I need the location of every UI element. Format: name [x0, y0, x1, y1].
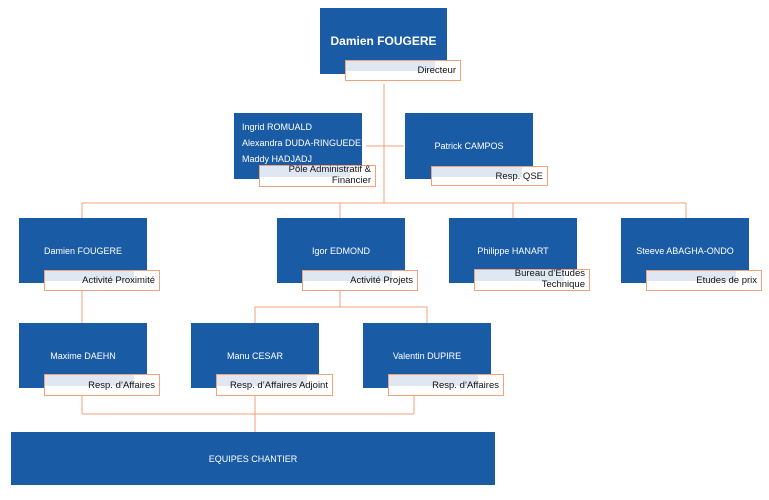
equipes-chantier-box: EQUIPES CHANTIER — [11, 432, 495, 485]
role-tint — [45, 375, 134, 386]
role-tint — [389, 375, 478, 386]
manu-name: Manu CESAR — [226, 350, 284, 361]
manu-role: Resp. d’Affaires Adjoint — [229, 379, 328, 391]
bureau-role-line1: Bureau d’Etudes — [514, 268, 585, 279]
maxime-role: Resp. d’Affaires — [88, 379, 155, 391]
role-tint — [45, 271, 134, 282]
admin-role-label: Pôle Administratif & Financier — [259, 164, 376, 187]
projets-role-label: Activité Projets — [302, 270, 418, 291]
qse-role-label: Resp. QSE — [431, 166, 548, 186]
manu-role-label: Resp. d’Affaires Adjoint — [216, 374, 333, 396]
admin-name: Maddy HADJADJ — [242, 154, 313, 164]
admin-role-line2: Financier — [331, 175, 371, 186]
equipes-chantier-label: EQUIPES CHANTIER — [208, 453, 298, 464]
bureau-name: Philippe HANART — [477, 245, 549, 256]
admin-name: Ingrid ROMUALD — [242, 122, 313, 132]
projets-role: Activité Projets — [350, 275, 413, 286]
projets-name: Igor EDMOND — [311, 245, 370, 256]
admin-name: Alexandra DUDA-RINGUEDE — [242, 138, 362, 148]
director-role-label: Directeur — [345, 60, 461, 81]
role-tint — [303, 271, 392, 282]
qse-name: Patrick CAMPOS — [434, 141, 504, 151]
proximite-role-label: Activité Proximité — [44, 270, 160, 291]
role-tint — [432, 167, 522, 177]
etudes-name: Steeve ABAGHA-ONDO — [636, 245, 734, 256]
bureau-role-line2: Technique — [541, 279, 585, 290]
proximite-role: Activité Proximité — [82, 275, 155, 286]
director-name: Damien FOUGERE — [330, 34, 437, 48]
valentin-name: Valentin DUPIRE — [392, 350, 462, 361]
proximite-name: Damien FOUGERE — [43, 245, 123, 256]
bureau-role-label: Bureau d’Etudes Technique — [474, 268, 590, 291]
etudes-role: Etudes de prix — [696, 275, 757, 286]
valentin-role-label: Resp. d’Affaires — [388, 374, 504, 396]
maxime-name: Maxime DAEHN — [50, 350, 116, 361]
role-tint — [217, 375, 307, 386]
role-tint — [260, 166, 350, 177]
etudes-role-label: Etudes de prix — [646, 270, 762, 291]
maxime-role-label: Resp. d’Affaires — [44, 374, 160, 396]
role-tint — [346, 61, 435, 72]
admin-role-line1: Pôle Administratif & — [288, 164, 371, 175]
role-tint — [475, 270, 564, 281]
valentin-role: Resp. d’Affaires — [432, 379, 499, 391]
qse-role: Resp. QSE — [495, 170, 543, 182]
director-role: Directeur — [417, 65, 456, 76]
role-tint — [647, 271, 736, 282]
